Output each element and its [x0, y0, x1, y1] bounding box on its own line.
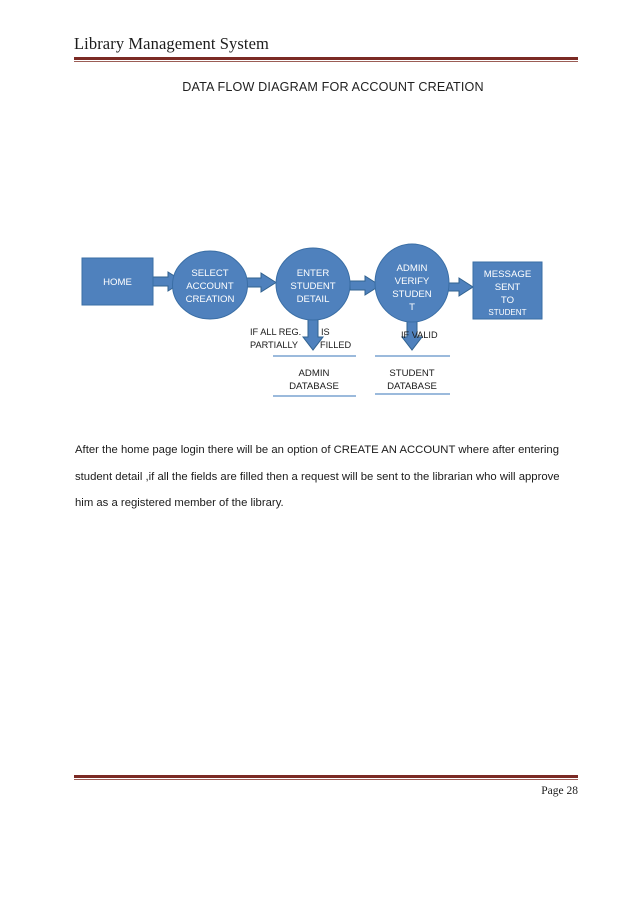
- node-select-line-2: CREATION: [186, 294, 235, 305]
- body-paragraph: After the home page login there will be …: [75, 444, 560, 509]
- node-message-line-2: TO: [501, 295, 514, 306]
- node-enter-student-detail: ENTER STUDENT DETAIL: [275, 247, 351, 321]
- edge-label-if-all-reg: IF ALL REG.: [250, 327, 301, 337]
- student-database-line-1: DATABASE: [387, 381, 437, 392]
- node-message-line-1: SENT: [495, 282, 521, 293]
- node-select-line-1: ACCOUNT: [186, 281, 234, 292]
- edge-label-partially: PARTIALLY: [250, 340, 298, 350]
- arrow-select-to-enter: [245, 272, 277, 293]
- node-admin-line-0: ADMIN: [397, 263, 428, 274]
- node-message-line-3: STUDENT: [488, 308, 526, 317]
- node-enter-line-2: DETAIL: [297, 294, 331, 305]
- data-store-student-database: STUDENT DATABASE: [375, 355, 450, 395]
- page-number: Page 28: [541, 785, 578, 797]
- node-admin-line-2: STUDEN: [392, 289, 432, 300]
- footer-rule-thin: [74, 779, 578, 780]
- header-rule: [74, 57, 578, 60]
- edge-label-if-valid: IF VALID: [401, 330, 438, 340]
- admin-database-line-0: ADMIN: [299, 368, 330, 379]
- document-header: Library Management System: [74, 34, 578, 62]
- node-select-line-0: SELECT: [191, 268, 228, 279]
- student-database-line-0: STUDENT: [389, 368, 434, 379]
- arrow-enter-to-admin-database: [301, 311, 325, 351]
- footer-rule: [74, 775, 578, 778]
- section-title: DATA FLOW DIAGRAM FOR ACCOUNT CREATION: [0, 80, 638, 94]
- arrow-home-to-select: [152, 271, 184, 292]
- admin-database-line-1: DATABASE: [289, 381, 339, 392]
- document-footer: Page 28: [74, 775, 578, 797]
- node-message-sent-to-student: MESSAGE SENT TO STUDENT: [472, 261, 543, 320]
- node-select-account-creation: SELECT ACCOUNT CREATION: [172, 250, 248, 320]
- edge-label-is: IS: [321, 327, 330, 337]
- node-enter-line-1: STUDENT: [290, 281, 335, 292]
- node-message-line-0: MESSAGE: [484, 269, 531, 280]
- node-admin-line-1: VERIFY: [395, 276, 430, 287]
- arrow-admin-to-message: [443, 277, 474, 297]
- header-rule-thin: [74, 61, 578, 62]
- edge-label-filled: FILLED: [320, 340, 352, 350]
- section-title-text: DATA FLOW DIAGRAM FOR ACCOUNT CREATION: [182, 80, 484, 94]
- node-admin-verify-student: ADMIN VERIFY STUDEN T: [374, 243, 450, 323]
- node-home-line-0: HOME: [103, 277, 132, 288]
- node-admin-line-3: T: [409, 302, 415, 313]
- node-enter-line-0: ENTER: [297, 268, 330, 279]
- arrow-admin-to-student-database: [400, 313, 424, 351]
- arrow-enter-to-admin: [349, 275, 381, 296]
- node-home: HOME: [81, 257, 154, 306]
- data-store-admin-database: ADMIN DATABASE: [273, 355, 356, 397]
- header-title: Library Management System: [74, 34, 269, 53]
